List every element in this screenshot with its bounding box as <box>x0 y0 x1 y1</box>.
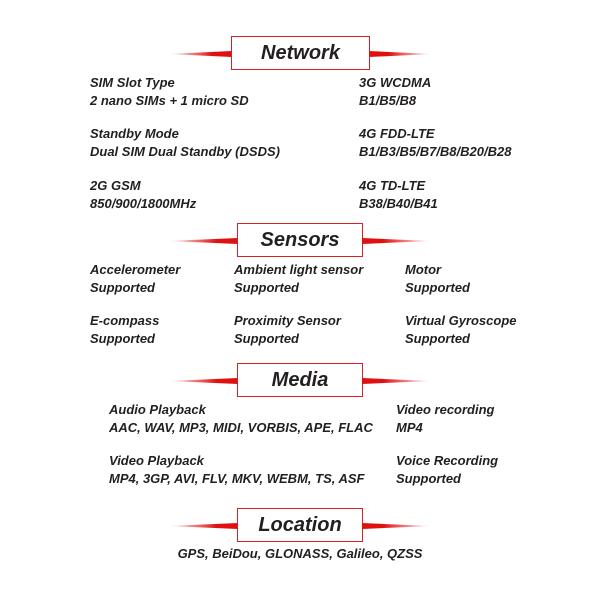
spec-value: MP4, 3GP, AVI, FLV, MKV, WEBM, TS, ASF <box>109 470 365 486</box>
spec-video-playback: Video Playback MP4, 3GP, AVI, FLV, MKV, … <box>109 452 364 487</box>
spec-motor: Motor Supported <box>405 261 470 296</box>
location-rule-left <box>168 523 238 529</box>
spec-label: Motor <box>405 262 442 277</box>
spec-value: Supported <box>405 330 470 346</box>
spec-label: SIM Slot Type <box>90 75 175 90</box>
spec-value: B38/B40/B41 <box>359 195 438 211</box>
spec-label: 4G FDD-LTE <box>359 126 435 141</box>
spec-virtual-gyroscope: Virtual Gyroscope Supported <box>405 312 517 347</box>
spec-value: Supported <box>405 279 470 295</box>
spec-label: Standby Mode <box>90 126 179 141</box>
location-value: GPS, BeiDou, GLONASS, Galileo, QZSS <box>177 546 423 561</box>
network-rule-right <box>369 51 433 57</box>
network-header: Network <box>0 36 600 72</box>
spec-label: Ambient light sensor <box>234 262 364 277</box>
sensors-rule-right <box>362 238 432 244</box>
spec-value: 2 nano SIMs + 1 micro SD <box>90 92 249 108</box>
spec-value: Supported <box>234 330 299 346</box>
spec-label: Virtual Gyroscope <box>405 313 517 328</box>
spec-proximity-sensor: Proximity Sensor Supported <box>234 312 341 347</box>
spec-3g-wcdma: 3G WCDMA B1/B5/B8 <box>359 74 431 109</box>
spec-standby-mode: Standby Mode Dual SIM Dual Standby (DSDS… <box>90 125 280 160</box>
spec-label: 4G TD-LTE <box>359 178 426 193</box>
media-rule-right <box>362 378 432 384</box>
media-rule-left <box>168 378 238 384</box>
sensors-header: Sensors <box>0 223 600 259</box>
spec-label: E-compass <box>90 313 160 328</box>
spec-value: MP4 <box>396 419 423 435</box>
spec-label: Video recording <box>396 402 495 417</box>
spec-label: Accelerometer <box>90 262 181 277</box>
spec-2g-gsm: 2G GSM 850/900/1800MHz <box>90 177 196 212</box>
spec-value: Dual SIM Dual Standby (DSDS) <box>90 143 280 159</box>
spec-sim-slot-type: SIM Slot Type 2 nano SIMs + 1 micro SD <box>90 74 249 109</box>
spec-voice-recording: Voice Recording Supported <box>396 452 498 487</box>
spec-audio-playback: Audio Playback AAC, WAV, MP3, MIDI, VORB… <box>109 401 373 436</box>
spec-value: Supported <box>396 470 461 486</box>
location-header: Location <box>0 508 600 544</box>
sensors-rule-left <box>168 238 238 244</box>
network-rule-left <box>168 51 232 57</box>
spec-value: B1/B3/B5/B7/B8/B20/B28 <box>359 143 512 159</box>
spec-label: Audio Playback <box>109 402 206 417</box>
spec-accelerometer: Accelerometer Supported <box>90 261 180 296</box>
location-rule-right <box>362 523 432 529</box>
spec-e-compass: E-compass Supported <box>90 312 159 347</box>
spec-label: Video Playback <box>109 453 204 468</box>
spec-value: Supported <box>234 279 299 295</box>
sensors-title: Sensors <box>237 223 363 257</box>
location-title: Location <box>237 508 363 542</box>
media-title: Media <box>237 363 363 397</box>
spec-label: Voice Recording <box>396 453 499 468</box>
spec-4g-fdd-lte: 4G FDD-LTE B1/B3/B5/B7/B8/B20/B28 <box>359 125 511 160</box>
spec-video-recording: Video recording MP4 <box>396 401 494 436</box>
spec-value: Supported <box>90 330 155 346</box>
network-title: Network <box>231 36 370 70</box>
spec-value: Supported <box>90 279 155 295</box>
spec-label: 3G WCDMA <box>359 75 432 90</box>
spec-label: Proximity Sensor <box>234 313 341 328</box>
spec-4g-td-lte: 4G TD-LTE B38/B40/B41 <box>359 177 438 212</box>
spec-ambient-light-sensor: Ambient light sensor Supported <box>234 261 363 296</box>
media-header: Media <box>0 363 600 399</box>
spec-label: 2G GSM <box>90 178 141 193</box>
spec-value: B1/B5/B8 <box>359 92 417 108</box>
spec-value: 850/900/1800MHz <box>90 195 197 211</box>
spec-value: AAC, WAV, MP3, MIDI, VORBIS, APE, FLAC <box>109 419 373 435</box>
